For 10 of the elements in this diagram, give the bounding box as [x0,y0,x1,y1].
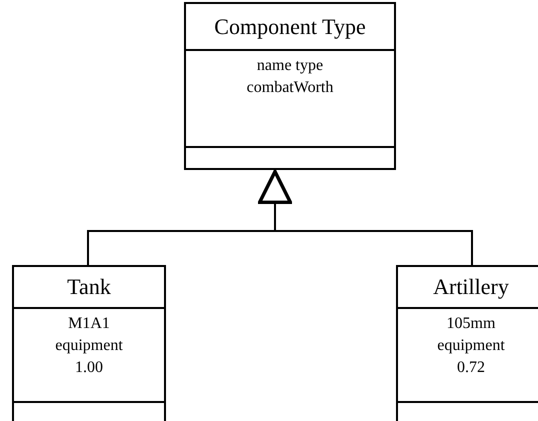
class-name: Component Type [214,16,366,38]
attribute-list: 105mm equipment 0.72 [437,313,505,401]
class-box [396,265,538,421]
class-box [12,265,166,421]
class-box [184,2,396,170]
class-name: Tank [67,276,111,298]
class-name: Artillery [433,276,509,298]
attribute-list: name type combatWorth [246,55,334,146]
generalization-arrow [258,170,473,265]
attribute-list: M1A1 equipment 1.00 [55,313,123,401]
